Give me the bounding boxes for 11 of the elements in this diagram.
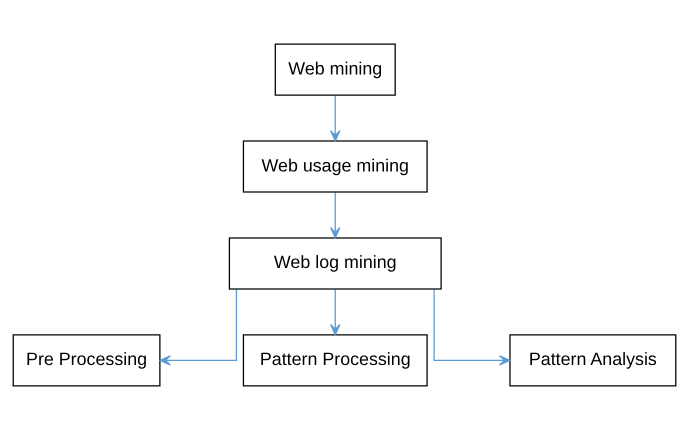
arrow [330,288,340,335]
node-box: Web mining [274,42,396,96]
node-box: Web usage mining [242,140,428,192]
arrow [330,192,340,238]
node-box: Web log mining [228,236,442,290]
node-box: Pattern Processing [242,334,428,386]
arrow [433,288,510,366]
node-box: Pre Processing [12,334,161,386]
node-box: Pattern Analysis [509,334,676,386]
arrow [330,95,340,141]
arrow [160,288,238,366]
